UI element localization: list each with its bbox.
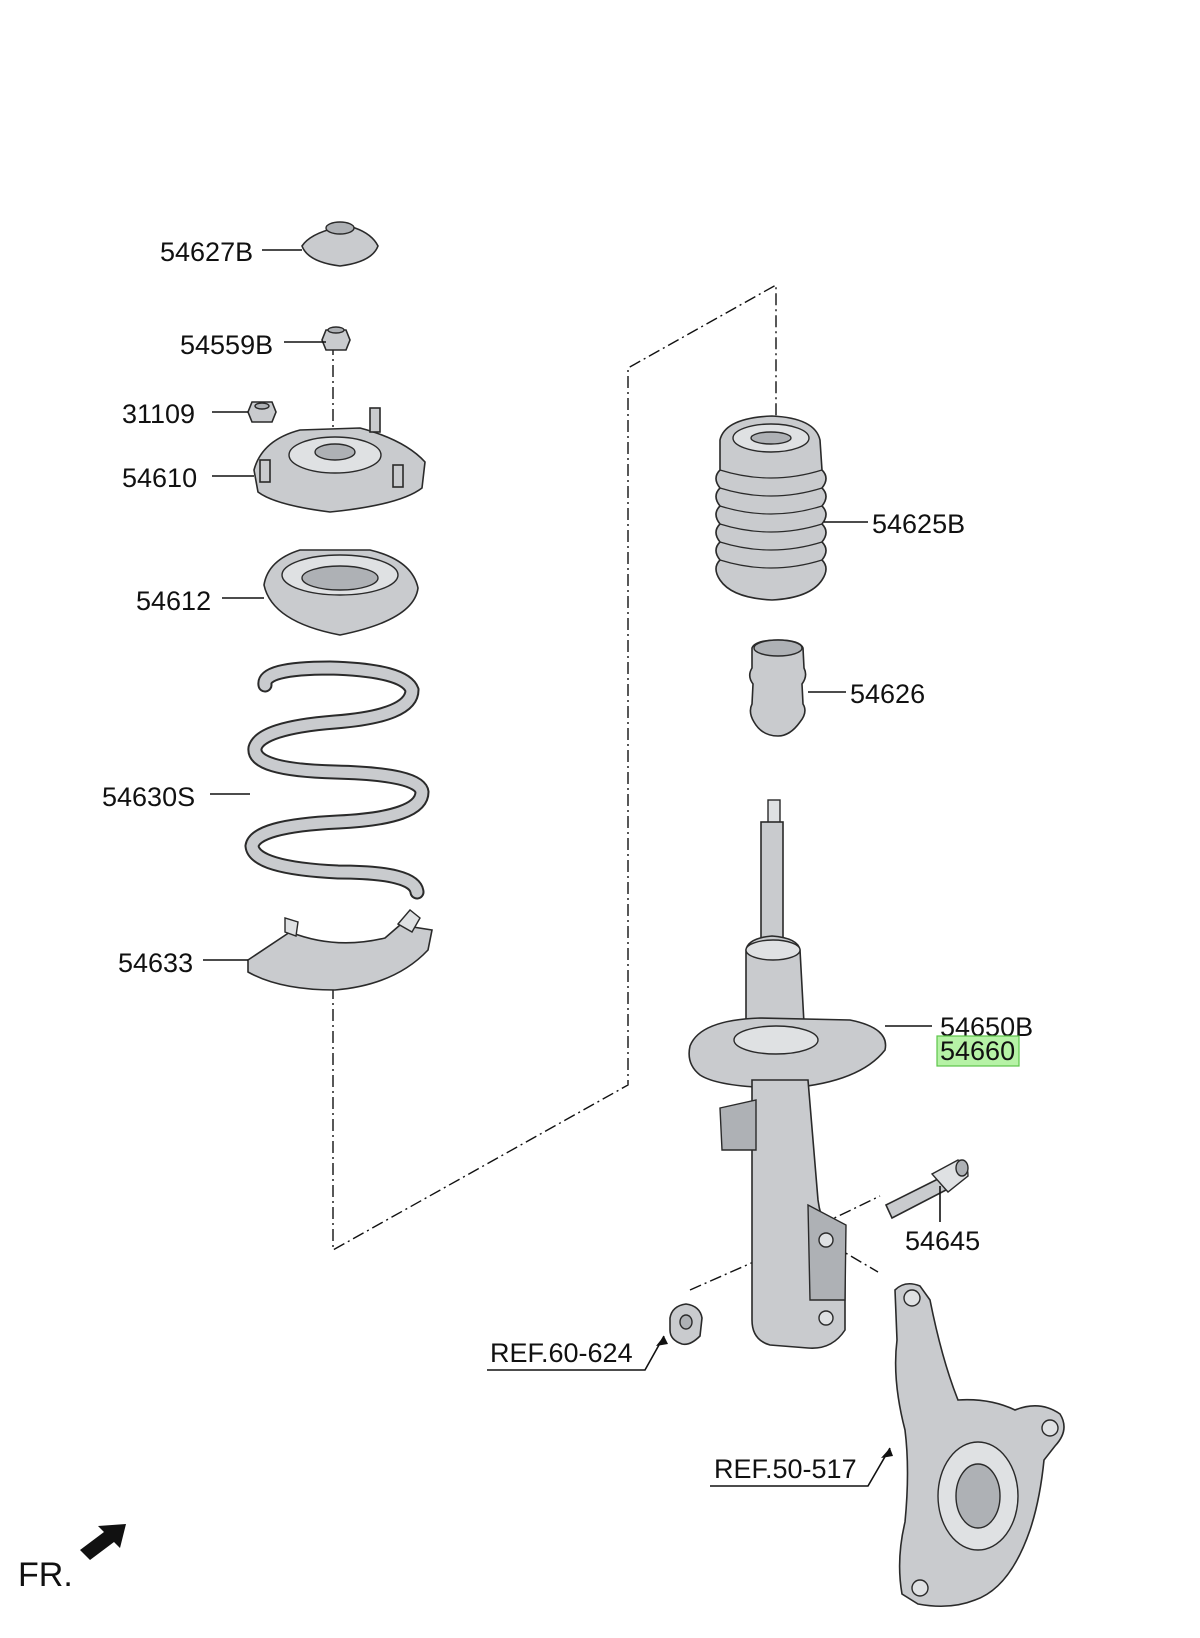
label-54645[interactable]: 54645 xyxy=(905,1226,980,1256)
label-54626[interactable]: 54626 xyxy=(850,679,925,709)
label-54559B[interactable]: 54559B xyxy=(180,330,273,360)
label-54627B[interactable]: 54627B xyxy=(160,237,253,267)
dust-cap-part[interactable] xyxy=(301,221,379,267)
front-label: FR. xyxy=(18,1556,73,1594)
front-direction-indicator: FR. xyxy=(18,1524,126,1594)
leader-lines xyxy=(203,249,941,1487)
front-arrow-icon xyxy=(80,1524,126,1560)
label-54612[interactable]: 54612 xyxy=(136,586,211,616)
bolt-part[interactable] xyxy=(884,1159,969,1220)
bump-stop-part[interactable] xyxy=(748,639,807,737)
label-54660[interactable]: 54660 xyxy=(940,1036,1015,1066)
label-54625B[interactable]: 54625B xyxy=(872,509,965,539)
highlight-54660 xyxy=(936,1035,1020,1067)
label-31109[interactable]: 31109 xyxy=(122,399,195,429)
strut-assembly-part[interactable] xyxy=(688,799,887,1349)
label-ref-60-624[interactable]: REF.60-624 xyxy=(490,1338,633,1368)
spring-seat-part[interactable] xyxy=(263,549,419,636)
coil-spring-part[interactable] xyxy=(244,660,430,900)
strut-mount-part[interactable] xyxy=(253,407,426,513)
label-54633[interactable]: 54633 xyxy=(118,948,193,978)
nut-part[interactable] xyxy=(321,326,351,351)
label-54610[interactable]: 54610 xyxy=(122,463,197,493)
label-ref-50-517[interactable]: REF.50-517 xyxy=(714,1454,857,1484)
label-54630S[interactable]: 54630S xyxy=(102,782,195,812)
small-nut-part[interactable] xyxy=(247,401,277,423)
dust-boot-part[interactable] xyxy=(715,415,827,601)
steering-knuckle-part[interactable] xyxy=(894,1282,1065,1608)
lower-spring-pad-part[interactable] xyxy=(247,909,433,991)
flange-nut-part[interactable] xyxy=(669,1303,703,1346)
part-labels: 54627B 54559B 31109 54610 54612 54630S 5… xyxy=(102,237,1033,1484)
